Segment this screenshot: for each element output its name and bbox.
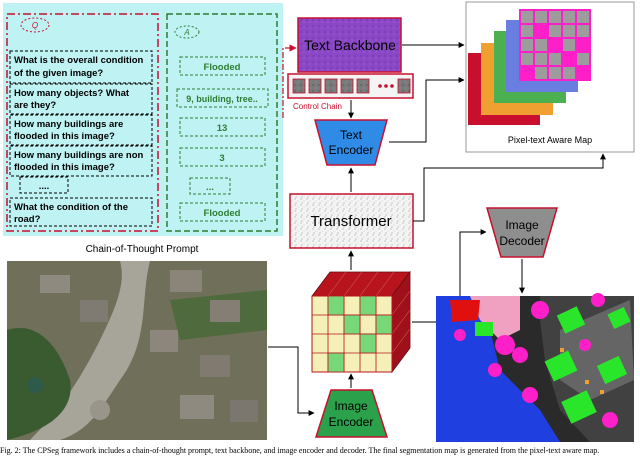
answer-5: ... [206,182,214,193]
transformer-block: Transformer [289,193,414,249]
question-ellipsis: .... [39,181,50,192]
image-to-encoder-arrow [268,346,315,416]
answer-6: Flooded [204,208,241,219]
transformer-to-map-arrow [413,153,606,222]
answer-box-4 [179,147,266,167]
answer-box-6 [179,202,266,222]
map-top-grid [519,9,591,81]
question-box-ellipsis [19,176,69,194]
text-backbone-block: Text Backbone [297,17,402,73]
question-4-line-1: How many buildings are non [14,150,144,161]
control-chain-arrow [282,44,297,118]
question-box-1 [9,50,153,84]
token-1 [292,78,306,94]
image-encoder-label-2: Encoder [329,415,374,429]
image-decoder-label-2: Decoder [499,234,544,248]
token-3 [324,78,338,94]
question-column-frame [6,13,159,232]
question-bubble-icon: Q [20,17,50,33]
segmentation-output [436,293,634,442]
text-backbone-label: Text Backbone [304,37,396,53]
svg-text:Q: Q [32,21,38,30]
figure-caption: Fig. 2: The CPSeg framework includes a c… [0,447,600,455]
cot-title: Chain-of-Thought Prompt [86,244,199,255]
text-encoder-label-2: Encoder [329,143,374,157]
answer-1: Flooded [204,62,241,73]
image-decoder-block: Image Decoder [486,207,558,258]
answer-bubble-icon: A [174,25,200,39]
feature-cube [311,270,411,374]
cot-background [3,3,283,236]
control-chain-label: Control Chain [293,102,342,111]
question-2-line-2: are they? [14,100,56,111]
answer-box-2 [176,88,269,108]
encoder-to-map-arrow [389,77,465,143]
question-box-2 [9,83,153,115]
answer-column-frame [166,13,278,232]
pixel-text-map-label: Pixel-text Aware Map [508,135,592,145]
image-decoder-label-1: Image [505,218,539,232]
answer-box-3 [179,117,266,137]
question-box-4 [9,145,153,177]
answer-3: 13 [217,123,228,134]
answer-4: 3 [219,153,224,164]
text-encoder-block: Text Encoder [314,119,388,166]
answer-box-1 [179,56,266,76]
token-4 [340,78,354,94]
question-6-line-2: road? [14,214,41,225]
question-box-3 [9,114,153,146]
answer-2: 9, building, tree.. [186,94,258,104]
svg-text:A: A [183,28,189,37]
token-2 [308,78,322,94]
image-encoder-label-1: Image [334,399,368,413]
question-6-line-1: What the condition of the [14,202,128,213]
answer-box-5 [189,177,231,195]
question-1-line-1: What is the overall condition [14,55,144,66]
token-5 [356,78,370,94]
text-encoder-label-1: Text [340,128,363,142]
pixel-text-map-panel: Pixel-text Aware Map [465,1,635,153]
aerial-input-image [7,261,267,440]
question-3-line-1: How many buildings are [14,119,123,130]
question-1-line-2: of the given image? [14,68,103,79]
image-encoder-block: Image Encoder [314,389,389,438]
transformer-label: Transformer [310,213,391,230]
question-2-line-1: How many objects? What [14,88,130,99]
question-box-6 [9,197,153,227]
question-4-line-2: flooded in this image? [14,162,115,173]
cot-panel: Q A What is the overall condition of the… [3,3,283,236]
question-3-line-2: flooded in this image? [14,131,115,142]
token-strip [287,73,414,99]
token-last [397,78,411,94]
